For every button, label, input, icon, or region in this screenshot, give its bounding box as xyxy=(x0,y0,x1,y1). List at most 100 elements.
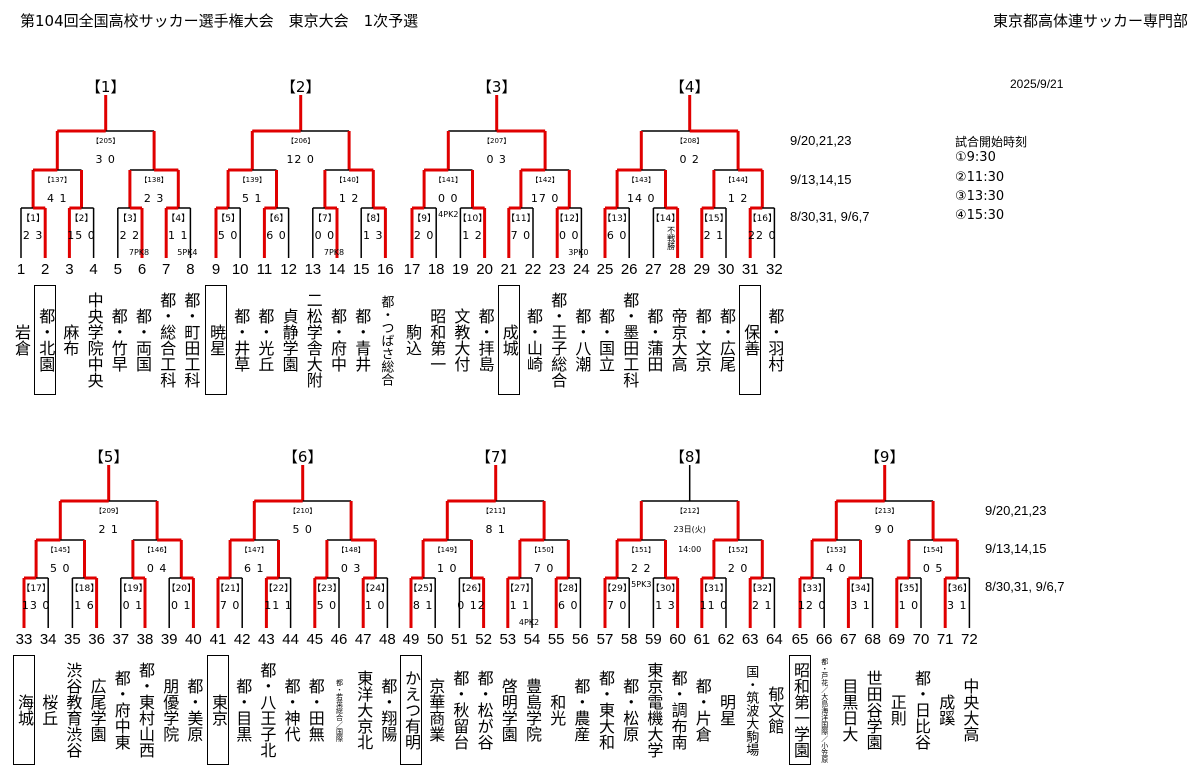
team-name-winner: 東京 xyxy=(207,655,229,765)
team-number: 11 xyxy=(256,261,273,278)
team-number: 63 xyxy=(741,631,759,648)
r1-score: 11 1 xyxy=(264,599,293,612)
r2-pk-result: 5PK3 xyxy=(631,580,652,589)
team-name-text: 都・両国 xyxy=(133,308,152,372)
team-number: 56 xyxy=(572,631,589,648)
team-number: 14 xyxy=(328,261,346,278)
r1-score: 2 1 xyxy=(752,599,773,612)
final-score: 0 2 xyxy=(679,153,700,166)
r2-match-number: 【141】 xyxy=(434,176,462,184)
r2-pk-result: 4PK2 xyxy=(438,210,459,219)
team-name-text: 岩倉 xyxy=(12,324,31,356)
team-name: 都・拝島 xyxy=(474,285,496,395)
team-number: 12 xyxy=(280,261,297,278)
team-name: 都・文京 xyxy=(691,285,713,395)
r1-score: 1 6 xyxy=(74,599,95,612)
team-name-text: 帝京大高 xyxy=(668,308,688,372)
r1-pk-result: 4PK2 xyxy=(518,618,540,627)
team-number: 2 xyxy=(41,261,50,278)
team-name: 都・国立 xyxy=(594,285,616,395)
team-number: 25 xyxy=(596,261,614,278)
walkover-label: 不戦勝 xyxy=(666,226,676,250)
team-name: 都・井草 xyxy=(229,285,251,395)
team-number: 10 xyxy=(231,261,249,278)
final-score: 12 0 xyxy=(286,153,315,166)
r1-match-number: 【4】 xyxy=(166,214,191,224)
r1-match-number: 【18】 xyxy=(69,584,100,594)
team-number: 41 xyxy=(209,631,227,648)
team-number: 37 xyxy=(112,631,130,648)
r1-match-number: 【13】 xyxy=(602,214,632,224)
team-name-text: 国・筑波大駒場 xyxy=(743,664,759,756)
document-title: 第104回全国高校サッカー選手権大会 東京大会 1次予選 xyxy=(20,12,419,30)
r2-match-number: 【137】 xyxy=(43,176,71,184)
r1-match-number: 【34】 xyxy=(845,584,876,594)
team-name-text: 都・府中 xyxy=(328,308,347,372)
schedule-final-date: 9/20,21,23 xyxy=(790,133,852,148)
r2-score: 5 1 xyxy=(242,192,263,205)
team-number: 18 xyxy=(427,261,445,278)
r2-match-number: 【145】 xyxy=(46,546,74,554)
final-score: 3 0 xyxy=(95,153,116,166)
team-name-text: 中央学院中央 xyxy=(84,292,104,388)
r2-score: 0 4 xyxy=(146,562,168,575)
r2-score: 1 0 xyxy=(437,562,458,575)
start-time-title: 試合開始時刻 xyxy=(955,135,1028,149)
r1-score: 12 0 xyxy=(797,599,827,612)
team-name: 世田谷学園 xyxy=(862,655,884,765)
team-number: 36 xyxy=(88,631,105,648)
r1-score: 6 0 xyxy=(266,229,287,242)
r1-match-number: 【21】 xyxy=(215,584,245,594)
team-name: 都・美原 xyxy=(182,655,204,765)
team-name-text: 都・東村山西 xyxy=(136,662,155,758)
r1-match-number: 【3】 xyxy=(118,214,142,224)
r1-match-number: 【33】 xyxy=(797,584,827,594)
team-number: 16 xyxy=(377,261,394,278)
r1-pk-result: 3PK0 xyxy=(568,248,589,257)
team-name-winner: 都・北園 xyxy=(34,285,57,395)
team-name-text: 暁星 xyxy=(207,324,226,356)
r2-score: 0 5 xyxy=(922,562,944,575)
team-name-text: 都・八王子北 xyxy=(257,662,277,758)
group-title: 【5】 xyxy=(88,448,129,466)
team-number: 24 xyxy=(573,261,590,278)
team-name-text: 成城 xyxy=(499,324,519,356)
final-match-number: 【211】 xyxy=(482,507,510,515)
team-name-text: 昭和第一 xyxy=(427,308,447,372)
team-number: 7 xyxy=(162,261,171,278)
team-name-text: 都・松原 xyxy=(620,678,640,742)
r2-match-number: 【153】 xyxy=(822,546,850,554)
team-name-text: 都・片倉 xyxy=(692,678,712,742)
team-number: 38 xyxy=(136,631,154,648)
r1-score: 7 0 xyxy=(510,229,532,242)
team-name-text: 啓明学園 xyxy=(498,678,518,742)
team-number: 9 xyxy=(211,261,221,278)
team-number: 60 xyxy=(669,631,686,648)
team-name-text: かえつ有明 xyxy=(402,670,421,750)
team-name-text: 都・東大和 xyxy=(596,670,615,750)
team-name: 中央大高 xyxy=(958,655,980,765)
team-name: 成蹊 xyxy=(934,655,956,765)
r1-score: 7 0 xyxy=(219,599,241,612)
r2-score: 1 2 xyxy=(338,192,360,205)
team-number: 50 xyxy=(426,631,444,648)
team-name: 渋谷教育渋谷 xyxy=(61,655,83,765)
team-name-text: 貞静学園 xyxy=(279,308,299,372)
team-number: 8 xyxy=(186,261,195,278)
team-name: 都・両国 xyxy=(131,285,153,395)
r1-match-number: 【15】 xyxy=(699,214,729,224)
team-name-text: 都・光丘 xyxy=(255,308,275,372)
team-name: 啓明学園 xyxy=(497,655,519,765)
team-name-text: 都・翔陽 xyxy=(378,678,398,742)
r1-match-number: 【12】 xyxy=(554,214,585,224)
team-name-text: 二松学舎大附 xyxy=(303,292,323,388)
team-name-text: 都・井草 xyxy=(231,308,251,372)
team-name-text: 豊島学院 xyxy=(523,678,542,742)
r1-match-number: 【27】 xyxy=(505,584,535,594)
team-name-text: 都・若葉総合／国際 xyxy=(335,678,344,742)
team-name: 都・日比谷 xyxy=(910,655,932,765)
r1-score: 0 0 xyxy=(559,229,580,242)
team-name-text: 駒込 xyxy=(403,324,422,356)
